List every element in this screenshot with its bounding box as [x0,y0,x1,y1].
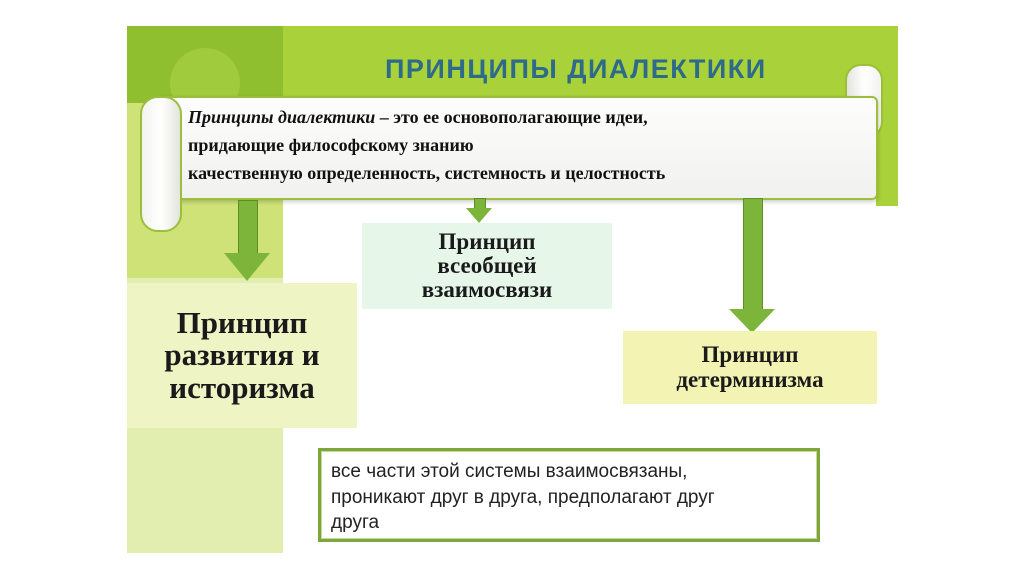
page-title: ПРИНЦИПЫ ДИАЛЕКТИКИ [385,54,767,84]
principle-development-line-1: Принцип [176,304,308,340]
definition-scroll [158,96,878,200]
note-line-2: проникают друг в друга, предполагают дру… [331,486,715,508]
header-band [283,26,898,103]
principle-development-box: Принцип развития и историзма [127,283,357,428]
note-line-3: друга [331,512,380,534]
principle-development-line-2: развития и [164,337,320,373]
right-strip [876,26,898,206]
note-box: все части этой системы взаимосвязаны, пр… [318,448,820,542]
principle-universal-box: Принцип всеобщей взаимосвязи [362,223,612,309]
principle-universal-line-2: всеобщей [437,252,537,278]
definition-line-2: придающие философскому знанию [188,135,474,155]
definition-term: Принципы диалектики [188,107,376,127]
principle-universal-line-1: Принцип [438,228,536,254]
note-line-1: все части этой системы взаимосвязаны, [331,461,688,482]
principle-determinism-box: Принцип детерминизма [623,331,877,404]
principle-universal-line-3: взаимосвязи [421,277,553,303]
definition-line-1-rest: – это ее основополагающие идеи, [375,107,648,127]
definition-line-3: качественную определенность, системность… [188,163,666,183]
principle-determinism-line-2: детерминизма [676,366,824,392]
definition-line-1: Принципы диалектики – это ее основополаг… [188,107,648,128]
scroll-roll-left [140,96,182,232]
principle-development-line-3: историзма [169,369,315,405]
principle-determinism-line-1: Принцип [701,342,799,368]
